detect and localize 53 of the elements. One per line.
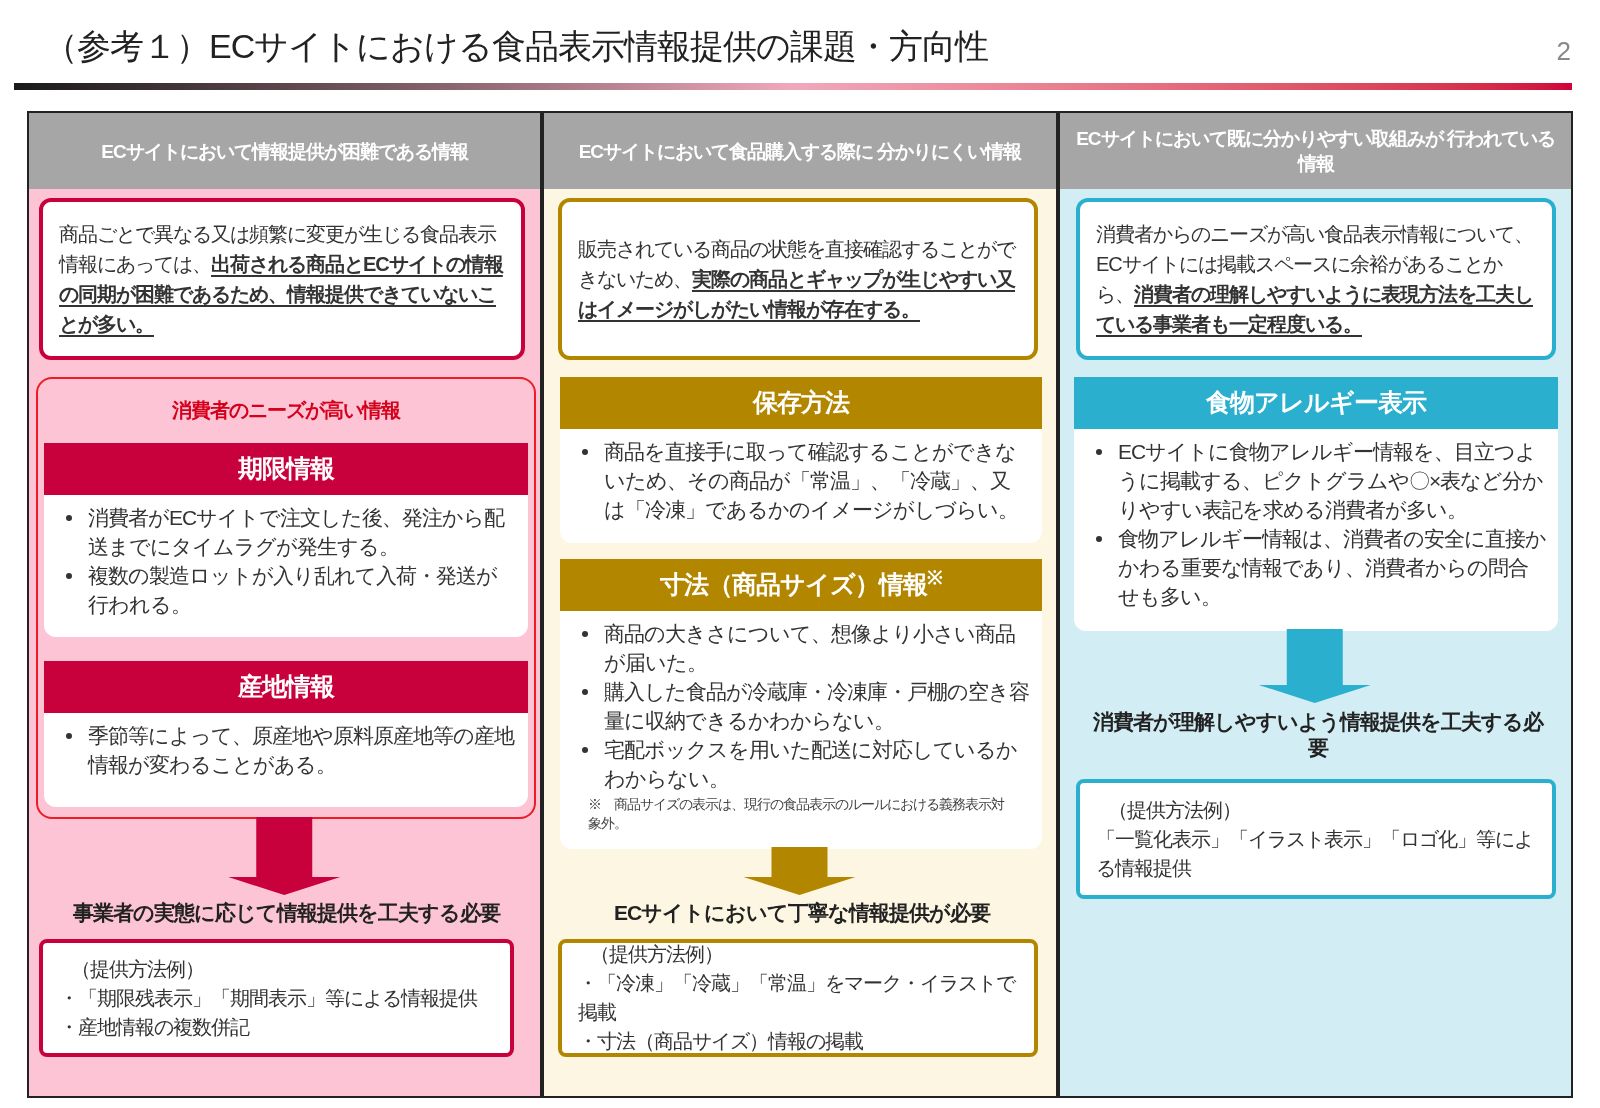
bullet-text: 商品の大きさについて、想像より小さい商品が届いた。: [604, 621, 1016, 676]
card-header: 期限情報: [44, 443, 528, 495]
card-header: 産地情報: [44, 661, 528, 713]
info-card: [44, 443, 528, 637]
card-header: 保存方法: [560, 377, 1042, 429]
column-panel: [27, 111, 542, 1098]
block-arrow: [228, 817, 341, 895]
block-arrow: [1258, 629, 1371, 703]
example-text: （提供方法例）: [1107, 797, 1242, 823]
example-text: 「一覧化表示」「イラスト表示」「ロゴ化」等による情報提供: [1096, 826, 1534, 881]
bullet-text: 商品を直接手に取って確認することができないため、その商品が「常温」、「冷蔵」、又は「冷凍」であるかのイメージがしづらい。: [604, 439, 1019, 523]
group-title: 消費者のニーズが高い情報: [172, 398, 400, 423]
bullet-text: 食物アレルギー情報は、消費者の安全に直接かかわる重要な情報であり、消費者からの問合せも多い。: [1118, 526, 1546, 610]
bullet-text: 宅配ボックスを用いた配送に対応しているかわからない。: [604, 737, 1018, 792]
conclusion-text: ECサイトにおいて丁寧な情報提供が必要: [613, 900, 991, 926]
example-text: ・「期限残表示」「期間表示」等による情報提供: [59, 985, 479, 1011]
summary-text: 商品ごとで異なる又は頻繁に変更が生じる食品表示情報にあっては、出荷される商品とECサイトの情報の同期が困難であるため、情報提供できていないことが多い。: [59, 222, 505, 337]
info-card: [560, 377, 1042, 543]
bullet-text: 消費者がECサイトで注文した後、発注から配送までにタイムラグが発生する。: [88, 505, 506, 560]
summary-box: [558, 198, 1038, 360]
conclusion-text: 消費者が理解しやすいよう情報提供を工夫する必要: [1091, 709, 1545, 761]
card-header: 食物アレルギー表示: [1074, 377, 1558, 429]
example-box: [558, 939, 1038, 1057]
example-text: ・産地情報の複数併記: [59, 1014, 251, 1040]
summary-box: [1076, 198, 1556, 360]
page-number: 2: [1556, 35, 1570, 68]
column-header: ECサイトにおいて既に分かりやすい取組みが 行われている情報: [1060, 113, 1571, 189]
bullet-text: 複数の製造ロットが入り乱れて入荷・発送が行われる。: [88, 563, 498, 618]
summary-text: 販売されている商品の状態を直接確認することができないため、実際の商品とギャップが生じやすい又はイメージがしがたい情報が存在する。: [578, 237, 1017, 322]
column-header: ECサイトにおいて情報提供が困難である情報: [29, 113, 540, 189]
column-panel: [1058, 111, 1573, 1098]
bullet-text: ECサイトに食物アレルギー情報を、目立つように掲載する、ピクトグラムや〇×表など分かりやすい表記を求める消費者が多い。: [1118, 439, 1545, 523]
summary-box: [39, 198, 525, 360]
page-title: （参考１）ECサイトにおける食品表示情報提供の課題・方向性: [44, 26, 989, 67]
example-box: [39, 939, 514, 1057]
example-text: （提供方法例）: [589, 942, 724, 967]
group-frame: [36, 377, 536, 819]
example-text: （提供方法例）: [70, 956, 205, 982]
example-text: ・「冷凍」「冷蔵」「常温」をマーク・イラストで掲載: [578, 971, 1017, 1025]
example-box: [1076, 779, 1556, 899]
column-header: ECサイトにおいて食品購入する際に 分かりにくい情報: [544, 113, 1056, 189]
info-card: [560, 559, 1042, 849]
card-header: 寸法（商品サイズ）情報$^{※}$: [560, 559, 1042, 611]
bullet-text: 購入した食品が冷蔵庫・冷凍庫・戸棚の空き容量に収納できるかわからない。: [604, 679, 1030, 734]
info-card: [1074, 377, 1558, 631]
example-text: ・寸法（商品サイズ）情報の掲載: [578, 1029, 864, 1054]
footnote: ※ 商品サイズの表示は、現行の食品表示のルールにおける義務表示対象外。: [587, 795, 1006, 833]
summary-text: 消費者からのニーズが高い食品表示情報について、ECサイトには掲載スペースに余裕があることから、消費者の理解しやすいように表現方法を工夫している事業者も一定程度いる。: [1096, 222, 1534, 337]
info-card: [44, 661, 528, 807]
column-panel: [542, 111, 1058, 1098]
block-arrow: [743, 847, 856, 895]
bullet-text: 季節等によって、原産地や原料原産地等の産地情報が変わることがある。: [88, 723, 516, 778]
conclusion-text: 事業者の実態に応じて情報提供を工夫する必要: [73, 900, 500, 926]
